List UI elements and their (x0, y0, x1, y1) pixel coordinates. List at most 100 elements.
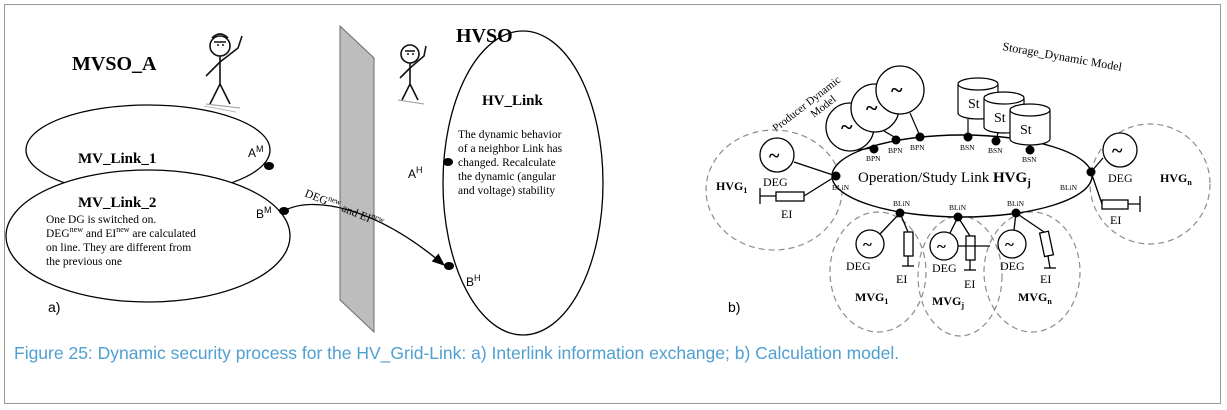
mvgj-group (929, 216, 990, 271)
mv-link-2-label: MV_Link_2 (78, 195, 156, 211)
hvgn-deg-label: DEG (1108, 171, 1133, 185)
hvso-title: HVSO (456, 25, 513, 47)
bsn-node-3 (1025, 145, 1035, 155)
hv-desc-line-4: the dynamic (angular (458, 171, 556, 183)
mvg1-boundary (829, 211, 927, 333)
mvgn-deg-label: DEG (1000, 259, 1025, 273)
bpn-label-2: BPN (888, 146, 903, 155)
panel-a-label: a) (48, 299, 60, 315)
mvg1-generator-symbol: ~ (863, 235, 872, 254)
bln-label-left: BLiN (832, 183, 850, 192)
storage-unit-1-label: St (968, 97, 980, 112)
mvgn-group (997, 212, 1056, 269)
point-bh-dot (444, 262, 454, 270)
hv-desc-line-2: of a neighbor Link has (458, 143, 563, 155)
hv-desc-line-1: The dynamic behavior (458, 129, 562, 141)
bln-label-mvj: BLiN (949, 203, 967, 212)
bsn-label-1: BSN (960, 143, 975, 152)
panel-b-label: b) (728, 299, 740, 315)
mvgj-generator-symbol: ~ (937, 237, 946, 256)
hvg1-label: HVG1 (716, 179, 747, 195)
panel-b: b) Producer Dynamic Model Storage_Dynami… (705, 39, 1211, 337)
bln-label-mv1: BLiN (893, 199, 911, 208)
bsn-node-2 (991, 136, 1001, 146)
hv-desc-line-3: changed. Recalculate (458, 157, 556, 169)
producer-generator-2-symbol: ~ (866, 95, 878, 120)
mvg1-generator-icon (855, 229, 885, 259)
domain-divider-panel (339, 24, 375, 334)
operation-study-link-label: Operation/Study Link HVGj (858, 170, 1031, 189)
mv-desc-line-4: the previous one (46, 256, 122, 268)
storage-cylinder-3 (1009, 103, 1051, 146)
figure-caption: Figure 25: Dynamic security process for … (14, 343, 900, 363)
point-bm-label: BM (256, 205, 272, 221)
mvgj-ei-label: EI (964, 277, 975, 291)
producer-generator-3-symbol: ~ (891, 77, 903, 102)
bsn-label-2: BSN (988, 146, 1003, 155)
hvgn-ei-resistor-icon (1101, 199, 1129, 210)
mvg1-label: MVG1 (855, 290, 888, 306)
bsn-label-3: BSN (1022, 155, 1037, 164)
hvg1-ei-label: EI (781, 207, 792, 221)
bln-label-right: BLiN (1060, 183, 1078, 192)
bpn-label-1: BPN (866, 154, 881, 163)
hvgn-boundary (1089, 123, 1211, 245)
bpn-label-3: BPN (910, 143, 925, 152)
mvgn-ei-label: EI (1040, 272, 1051, 286)
storage-cylinders (957, 77, 1051, 146)
hv-desc-line-5: and voltage) stability (458, 185, 555, 197)
storage-unit-3-label: St (1020, 123, 1032, 138)
mvgj-label: MVGj (932, 294, 964, 310)
mvg1-ei-label: EI (896, 272, 907, 286)
point-ah-dot (443, 158, 453, 166)
point-bh-label: BH (466, 273, 481, 289)
mv-link-2-description: One DG is switched on. DEGnew and EInew … (46, 214, 196, 268)
producer-generator-3-icon (875, 65, 925, 115)
producer-generator-1-symbol: ~ (841, 114, 853, 139)
bln-label-mvn: BLiN (1007, 199, 1025, 208)
hvgn-generator-symbol: ~ (1112, 140, 1123, 162)
mvgn-generator-icon (997, 229, 1027, 259)
storage-model-label: Storage_Dynamic Model (1001, 39, 1123, 74)
storage-unit-2-label: St (994, 111, 1006, 126)
mv-link-2-ellipse (5, 169, 291, 303)
storage-cylinder-1 (957, 77, 999, 120)
hvgn-ei-label: EI (1110, 213, 1121, 227)
mv-desc-line-2: DEGnew and EInew are calculated (46, 225, 196, 240)
mvgn-generator-symbol: ~ (1005, 235, 1014, 254)
mvgn-label: MVGn (1018, 290, 1052, 306)
mvg1-ei-resistor-icon (903, 231, 914, 257)
hv-link-ellipse (442, 30, 604, 336)
bus-node-labels: BPN BPN BPN BSN BSN BSN BLiN BLiN BLiN B… (832, 143, 1078, 212)
hvgn-label: HVGn (1160, 171, 1192, 187)
point-am-label: AM (248, 144, 264, 160)
mvgj-deg-label: DEG (932, 261, 957, 275)
hv-link-description: The dynamic behavior of a neighbor Link … (458, 129, 563, 197)
point-am-dot (264, 162, 274, 170)
bpn-node-3 (915, 132, 925, 142)
mvso-title: MVSO_A (72, 53, 157, 75)
panel-a: MVSO_A HVSO MV_Link_1 MV_Link_2 One DG i… (5, 24, 604, 336)
mvg1-deg-label: DEG (846, 259, 871, 273)
hvg1-group (759, 137, 837, 204)
hv-link-label: HV_Link (482, 93, 544, 109)
point-ah-label: AH (408, 165, 423, 181)
hvg1-ei-resistor-icon (775, 191, 805, 202)
mvgj-boundary (917, 215, 1003, 337)
bpn-node-2 (891, 135, 901, 145)
figure-diagram: MVSO_A HVSO MV_Link_1 MV_Link_2 One DG i… (5, 24, 1211, 337)
mvgj-ei-resistor-icon (965, 235, 976, 261)
mvgn-ei-resistor-icon (1038, 230, 1055, 258)
hvg1-generator-symbol: ~ (769, 145, 780, 167)
info-exchange-arrow (283, 203, 445, 266)
bsn-node-1 (963, 132, 973, 142)
hvgn-group (1090, 132, 1141, 212)
mv-desc-line-3: on line. They are different from (46, 242, 191, 254)
producer-generators (825, 65, 925, 152)
mvgn-boundary (983, 211, 1081, 333)
mv-link-1-label: MV_Link_1 (78, 151, 156, 167)
mvso-operator-figure (203, 33, 243, 113)
bpn-node-1 (869, 144, 879, 154)
hvg1-deg-label: DEG (763, 175, 788, 189)
hvso-operator-figure (397, 44, 427, 105)
